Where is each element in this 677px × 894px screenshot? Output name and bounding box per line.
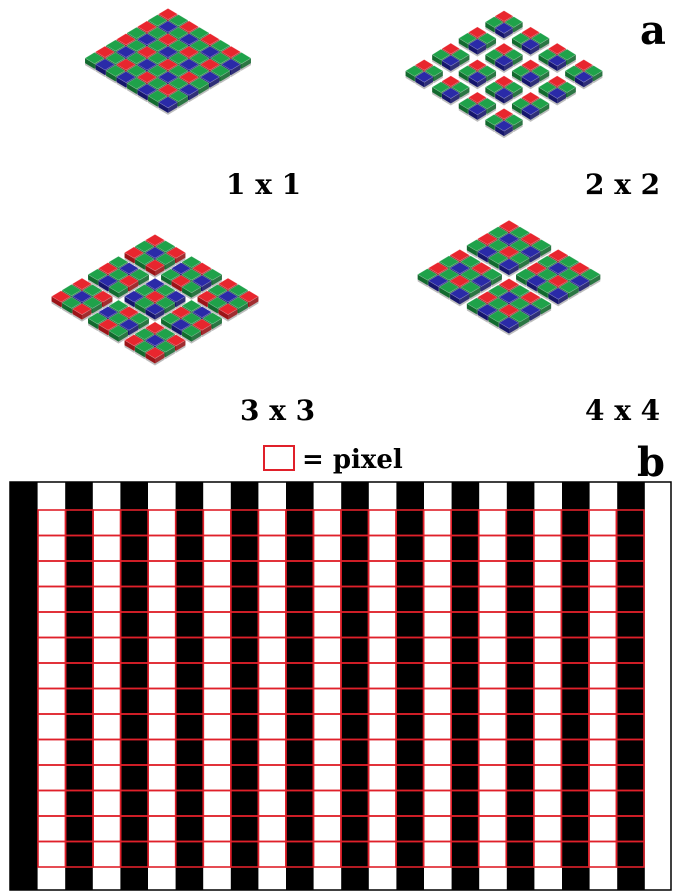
- label-3x3: 3 x 3: [240, 394, 315, 427]
- black-stripe: [231, 482, 259, 890]
- black-stripe: [176, 482, 204, 890]
- label-2x2: 2 x 2: [585, 168, 660, 201]
- binning-2x2-diagram: [406, 11, 603, 139]
- black-stripe: [452, 482, 480, 890]
- black-stripe: [341, 482, 369, 890]
- pixel-legend-text: = pixel: [302, 445, 403, 475]
- black-stripe: [617, 482, 645, 890]
- label-4x4: 4 x 4: [585, 394, 660, 427]
- panel-a-letter: a: [640, 7, 666, 54]
- black-stripe: [507, 482, 535, 890]
- binning-3x3-diagram: [52, 234, 259, 365]
- black-stripe: [65, 482, 93, 890]
- label-1x1: 1 x 1: [226, 168, 301, 201]
- black-stripe: [396, 482, 424, 890]
- black-stripe: [562, 482, 590, 890]
- panel-b: = pixel b: [10, 439, 671, 890]
- binning-1x1-diagram: [85, 8, 251, 115]
- panel-b-letter: b: [637, 439, 665, 486]
- black-stripe: [10, 482, 38, 890]
- black-stripe: [286, 482, 314, 890]
- panel-a: a 1 x 1 2 x 2 3 x 3 4 x 4: [52, 7, 666, 427]
- pixel-legend-icon: [264, 446, 294, 470]
- black-stripe: [120, 482, 148, 890]
- binning-4x4-diagram: [418, 220, 601, 335]
